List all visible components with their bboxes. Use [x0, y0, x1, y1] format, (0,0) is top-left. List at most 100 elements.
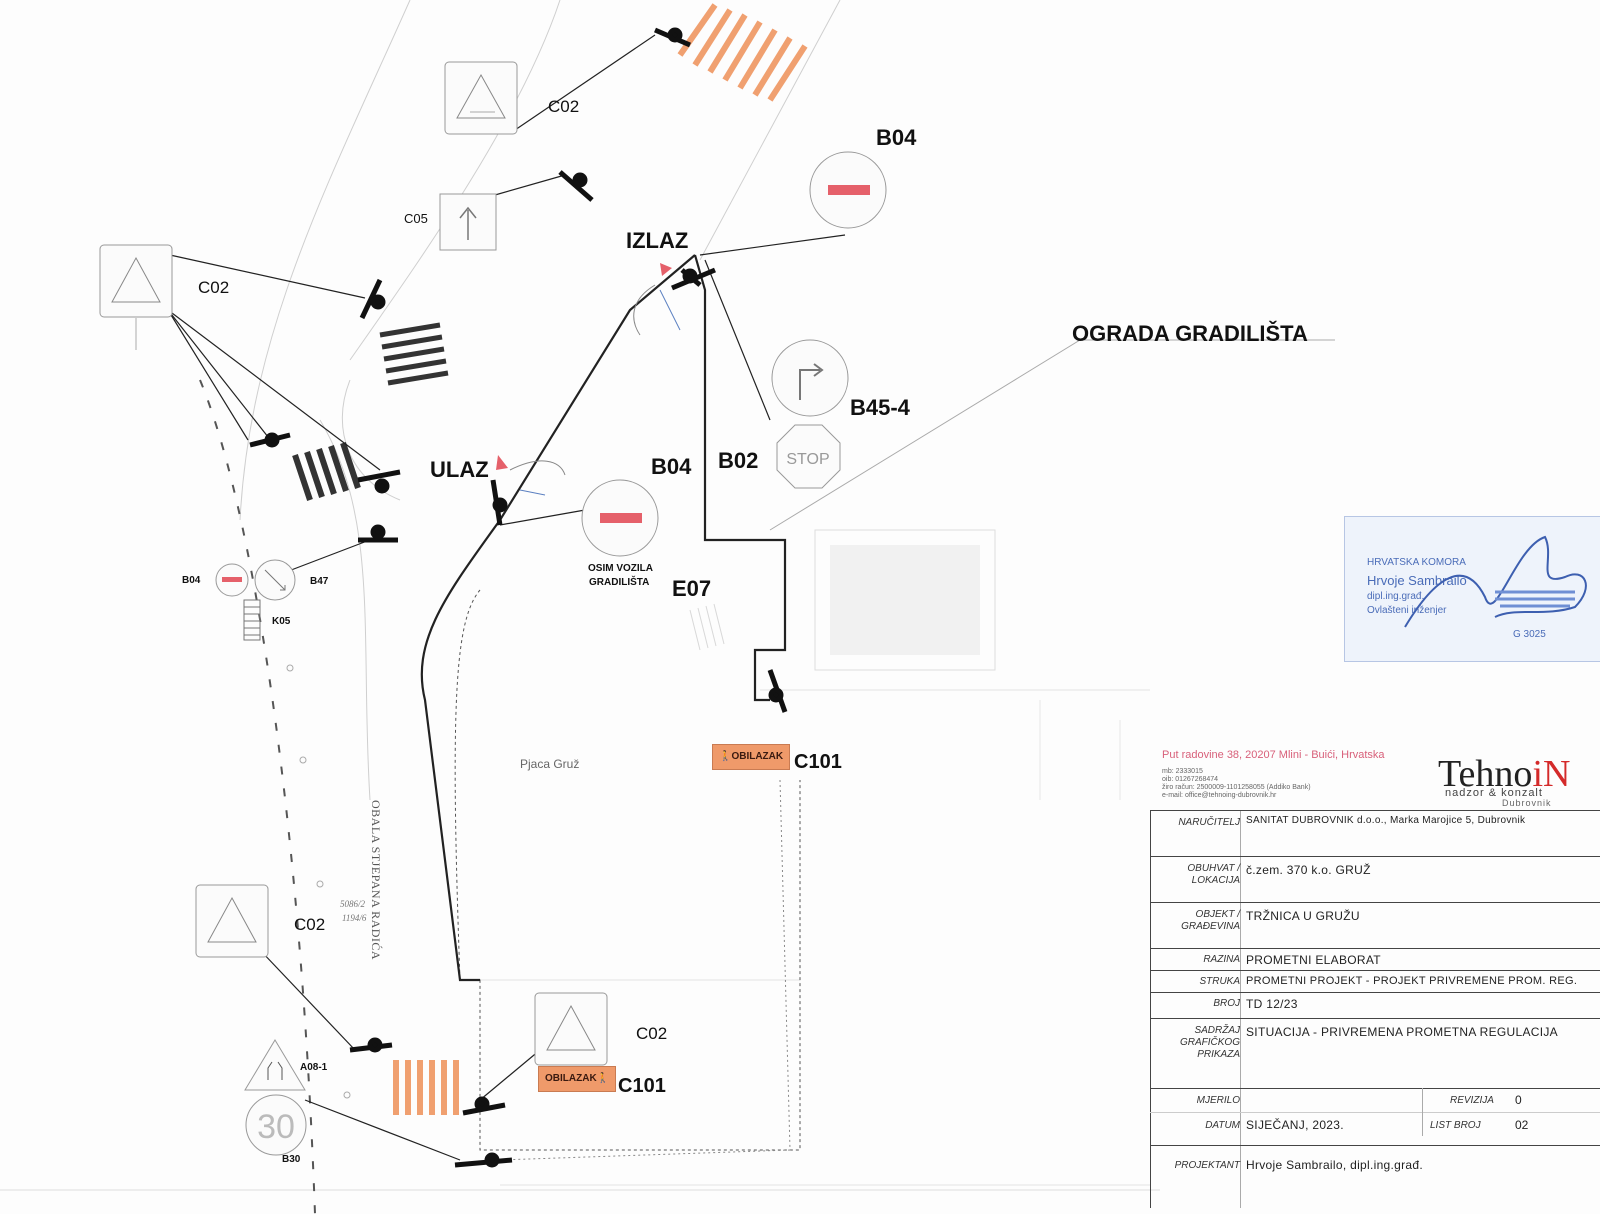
- stop-sign-b02: STOP: [776, 424, 841, 489]
- title-key: DATUM: [1205, 1120, 1240, 1131]
- crosswalk-dark-1: [379, 322, 449, 386]
- title-row-sadrzaj: SADRŽAJ GRAFIČKOG PRIKAZA SITUACIJA - PR…: [1150, 1018, 1600, 1085]
- title-value: SIJEČANJ, 2023.: [1246, 1118, 1344, 1132]
- logo-subtitle: nadzor & konzalt: [1445, 787, 1543, 799]
- title-value: č.zem. 370 k.o. GRUŽ: [1246, 863, 1371, 877]
- title-row-lokacija: OBUHVAT / LOKACIJA č.zem. 370 k.o. GRUŽ: [1150, 856, 1600, 903]
- title-row-objekt: OBJEKT / GRAĐEVINA TRŽNICA U GRUŽU: [1150, 902, 1600, 949]
- label-c05: C05: [404, 211, 428, 226]
- direction-sign-b45-4: [771, 339, 849, 417]
- crosswalk-dark-2: [292, 442, 361, 501]
- stop-sign-text: STOP: [786, 451, 829, 468]
- sign-posts: [249, 27, 788, 1168]
- title-key: OBJEKT / GRAĐEVINA: [1181, 909, 1240, 932]
- list-broj-value: 02: [1515, 1118, 1529, 1132]
- label-ograda-gradilista: OGRADA GRADILIŠTA: [1072, 321, 1308, 346]
- stamp-line-4: Ovlašteni inženjer: [1367, 605, 1447, 616]
- pass-side-sign-b47: [254, 559, 296, 601]
- title-key: SADRŽAJ GRAFIČKOG PRIKAZA: [1179, 1025, 1240, 1060]
- pedestrian-icon: 🚶: [719, 751, 732, 762]
- background-context: [0, 0, 1160, 1191]
- title-key: MJERILO: [1196, 1095, 1240, 1106]
- title-row-mjerilo: MJERILO REVIZIJA 0: [1150, 1088, 1600, 1113]
- label-c101-top: C101: [794, 751, 842, 773]
- label-b47: B47: [310, 576, 329, 587]
- label-street: OBALA STJEPANA RADIĆA: [369, 800, 383, 961]
- label-a08-1: A08-1: [300, 1062, 328, 1073]
- title-key: BROJ: [1213, 998, 1240, 1009]
- label-osim-vozila: OSIM VOZILA: [588, 563, 653, 574]
- crosswalk-orange-bottom: [393, 1060, 459, 1115]
- logo-city: Dubrovnik: [1502, 798, 1552, 808]
- road-narrowing-sign-a08-1: [244, 1039, 306, 1091]
- company-mb: mb: 2333015: [1162, 768, 1203, 775]
- crosswalk-orange-top: [677, 3, 808, 102]
- no-entry-sign-b04-mid: [581, 479, 659, 557]
- post-c02-top: [654, 27, 691, 48]
- one-way-sign-c05: [439, 193, 497, 251]
- company-address: Put radovine 38, 20207 Mlini - Buići, Hr…: [1162, 749, 1385, 761]
- post-b47: [358, 524, 398, 543]
- label-b04-small: B04: [182, 575, 201, 586]
- ograda-pointer: [769, 339, 1335, 531]
- title-value: TD 12/23: [1246, 997, 1298, 1011]
- list-broj-key: LIST BROJ: [1430, 1120, 1481, 1131]
- company-account: žiro račun: 2500009-1101258055 (Addiko B…: [1162, 784, 1311, 791]
- sign-leader-lines: [167, 34, 846, 1161]
- crossing-sign-c02-left: [99, 244, 173, 350]
- post-b30: [454, 1152, 513, 1168]
- crossing-sign-c02-bottom-left: [195, 884, 269, 958]
- title-value: PROMETNI ELABORAT: [1246, 953, 1381, 967]
- post-c101-top: [767, 669, 788, 713]
- stamp-line-1: HRVATSKA KOMORA: [1367, 557, 1466, 568]
- no-entry-sign-b04-top: [809, 151, 887, 229]
- label-b04-mid: B04: [651, 454, 692, 479]
- stamp-line-2: Hrvoje Sambrailo: [1367, 573, 1467, 588]
- obilazak-route-dashed: [499, 779, 791, 1161]
- title-row-struka: STRUKA PROMETNI PROJEKT - PROJEKT PRIVRE…: [1150, 970, 1600, 993]
- post-exit: [671, 267, 716, 291]
- title-row-narucitelj: NARUČITELJ SANITAT DUBROVNIK d.o.o., Mar…: [1150, 810, 1600, 857]
- logo-main: Tehno: [1438, 753, 1533, 795]
- post-crossing-left-2: [357, 469, 401, 494]
- title-block-border: [1150, 810, 1151, 1208]
- engineer-signature: [1404, 535, 1587, 628]
- post-c02-bottom-left: [349, 1037, 393, 1053]
- small-circles: [286, 664, 351, 1099]
- road-dashed-line: [199, 379, 316, 1214]
- label-gradilista: GRADILIŠTA: [589, 577, 650, 588]
- speed-limit-sign-b30: 30: [245, 1094, 307, 1156]
- label-e07: E07: [672, 576, 712, 601]
- obilazak-sign-top: 🚶OBILAZAK: [712, 744, 791, 770]
- company-email: e-mail: office@tehnoing-dubrovnik.hr: [1162, 792, 1277, 799]
- stamp-line-3: dipl.ing.građ.: [1367, 591, 1425, 602]
- obilazak-label: OBILAZAK: [731, 751, 784, 762]
- label-c02-bottom: C02: [636, 1024, 668, 1043]
- obilazak-sign-bottom: OBILAZAK🚶: [538, 1066, 617, 1092]
- post-crossing-left-1: [249, 432, 291, 448]
- gate-swing-entry: [509, 460, 566, 496]
- title-value: Hrvoje Sambrailo, dipl.ing.građ.: [1246, 1158, 1424, 1172]
- title-row-razina: RAZINA PROMETNI ELABORAT: [1150, 948, 1600, 971]
- label-b04-top: B04: [876, 125, 917, 150]
- title-key: OBUHVAT / LOKACIJA: [1187, 863, 1240, 886]
- no-entry-sign-b04-small: [215, 563, 249, 597]
- site-dashed-boundary: [454, 589, 801, 1151]
- crossing-sign-c02-bottom: [534, 992, 608, 1066]
- label-b45-4: B45-4: [850, 395, 910, 420]
- logo-accent: iN: [1532, 753, 1571, 795]
- construction-fence: [420, 254, 787, 982]
- revizija-key: REVIZIJA: [1450, 1095, 1494, 1106]
- revizija-value: 0: [1515, 1093, 1522, 1107]
- pedestrian-icon: 🚶: [596, 1073, 610, 1084]
- entry-marker: [496, 455, 508, 470]
- label-c02-left: C02: [198, 278, 230, 297]
- label-parcel: 5086/2: [340, 899, 366, 909]
- exit-marker: [660, 263, 672, 276]
- company-oib: oib: 01267268474: [1162, 776, 1219, 783]
- company-logo: TehnoiN: [1438, 752, 1570, 796]
- label-b02: B02: [718, 448, 759, 473]
- post-entry: [490, 479, 508, 526]
